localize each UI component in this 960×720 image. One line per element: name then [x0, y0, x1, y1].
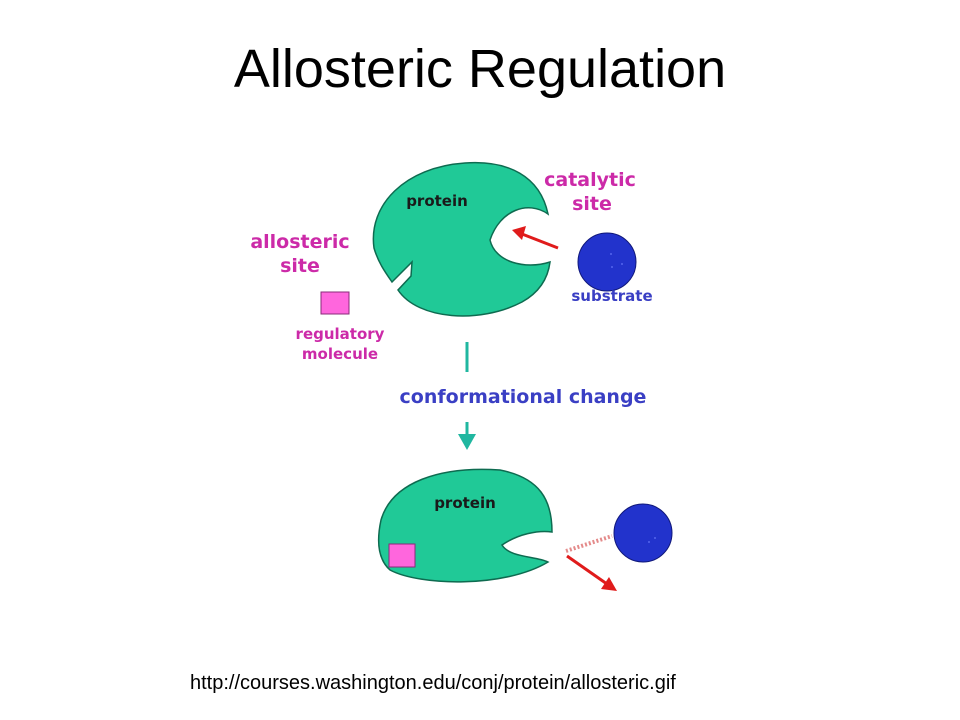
reaction-arrow-out: [566, 554, 617, 591]
catalytic-site-line2: site: [572, 193, 612, 215]
regulatory-molecule-bound: [388, 543, 416, 568]
regulatory-molecule-square: [320, 291, 350, 315]
substrate-label: substrate: [571, 287, 652, 305]
allosteric-site-line1: allosteric: [250, 231, 349, 253]
substrate-after: [613, 503, 673, 563]
protein-before: protein: [372, 161, 551, 317]
substrate-after-circle: [613, 503, 673, 563]
transition-label: conformational change: [400, 386, 647, 408]
source-url[interactable]: http://courses.washington.edu/conj/prote…: [190, 672, 676, 694]
protein-before-shape: [372, 161, 551, 317]
protein-before-label: protein: [406, 192, 468, 210]
protein-after: protein: [377, 468, 553, 583]
transition-arrow: conformational change: [400, 342, 647, 450]
reaction-arrow-in: [512, 226, 559, 250]
protein-after-shape: [377, 468, 553, 583]
allosteric-site-label: allosteric site: [250, 231, 349, 277]
blocked-binding-path: [565, 534, 613, 553]
protein-after-label: protein: [434, 494, 496, 512]
slide-title: Allosteric Regulation: [233, 39, 727, 99]
regulatory-molecule-before: regulatory molecule: [296, 291, 385, 363]
substrate-before: substrate: [571, 232, 653, 305]
substrate-before-circle: [577, 232, 637, 292]
transition-arrowhead: [458, 434, 476, 450]
catalytic-site-line1: catalytic: [544, 169, 636, 191]
regulatory-line2: molecule: [302, 345, 378, 363]
allosteric-site-line2: site: [280, 255, 320, 277]
catalytic-site-label: catalytic site: [544, 169, 636, 215]
regulatory-line1: regulatory: [296, 325, 385, 343]
